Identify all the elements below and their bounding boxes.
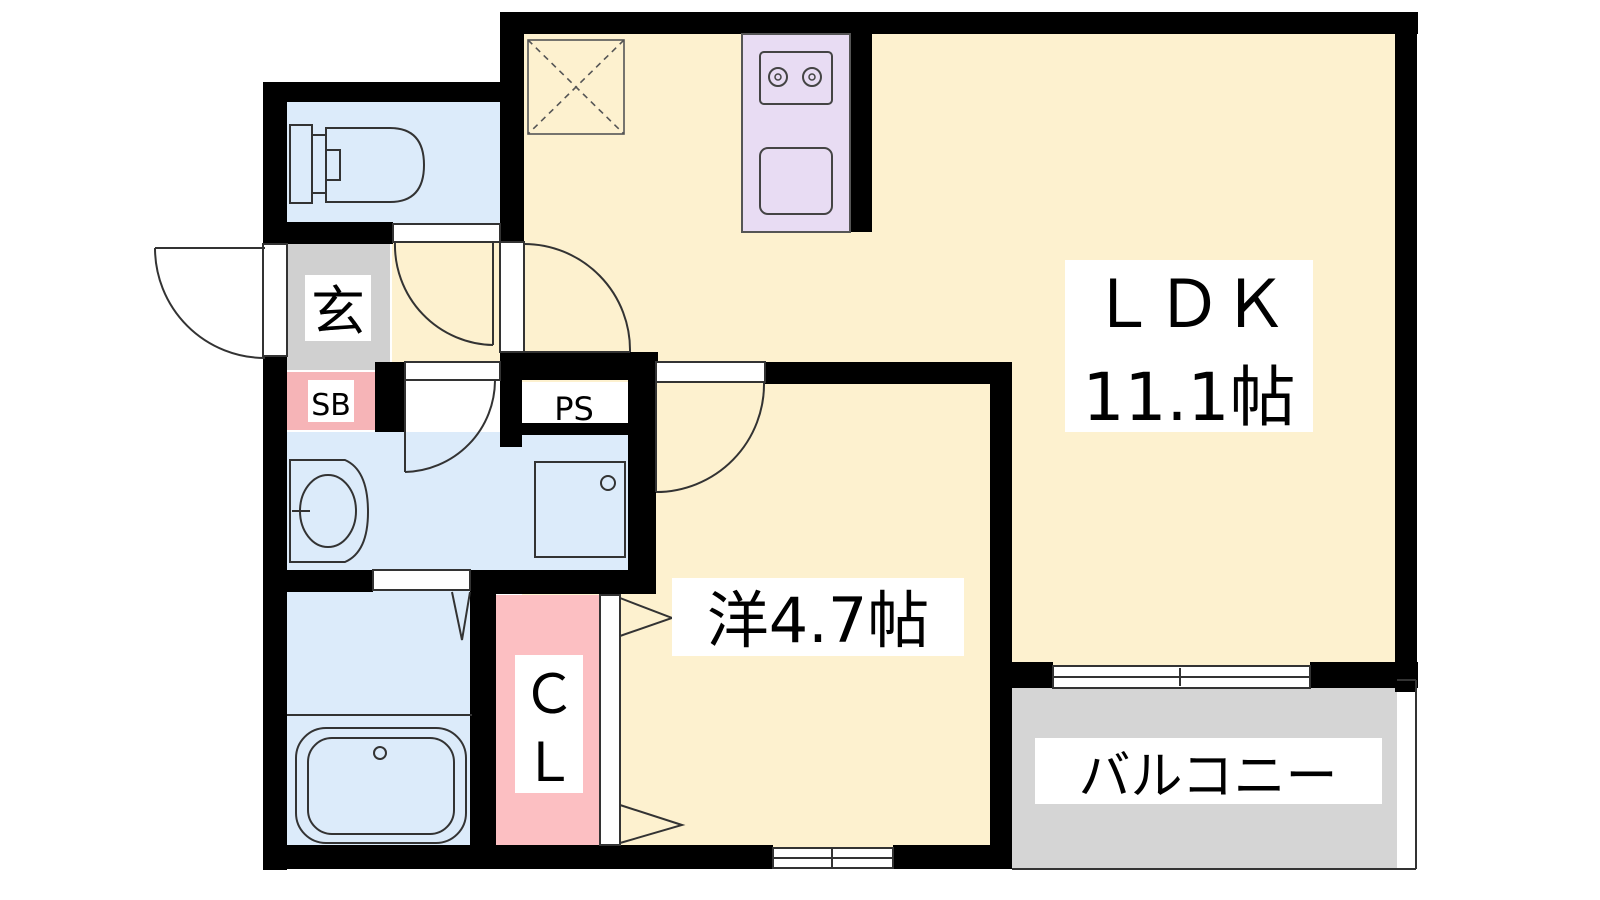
shoebox-label-bg [308,380,354,422]
stove-icon [759,51,833,105]
ldk-size-label: 11.1帖 [1083,359,1296,436]
burner-left-icon [768,67,788,87]
closet-label-l: Ｌ [522,731,576,794]
bathtub-icon [287,714,472,844]
ldk-name-label: ＬＤＫ [1090,266,1288,343]
closet-label-bg [515,655,583,793]
pipe-space-label: PS [554,390,594,428]
western-room-label: 洋4.7帖 [707,584,930,657]
western-label-bg [672,578,964,656]
washing-machine-space-icon [534,461,626,558]
ldk-label-bg [1065,260,1313,432]
sink-icon [759,147,833,215]
entrance-label-bg [305,275,371,341]
toilet-icon [289,124,426,204]
balcony-label: バルコニー [1079,747,1338,807]
balcony-label-bg [1035,738,1382,804]
entrance-label: 玄 [311,280,365,343]
toilet-floor [285,100,510,225]
washroom-floor [285,432,640,577]
burner-right-icon [802,67,822,87]
washbasin-icon [289,459,370,563]
kitchen-counter [741,33,851,233]
walls [263,12,1418,870]
closet-label-c: Ｃ [522,663,576,726]
refrigerator-space-icon [527,39,625,135]
shoebox-label: SB [311,388,351,423]
